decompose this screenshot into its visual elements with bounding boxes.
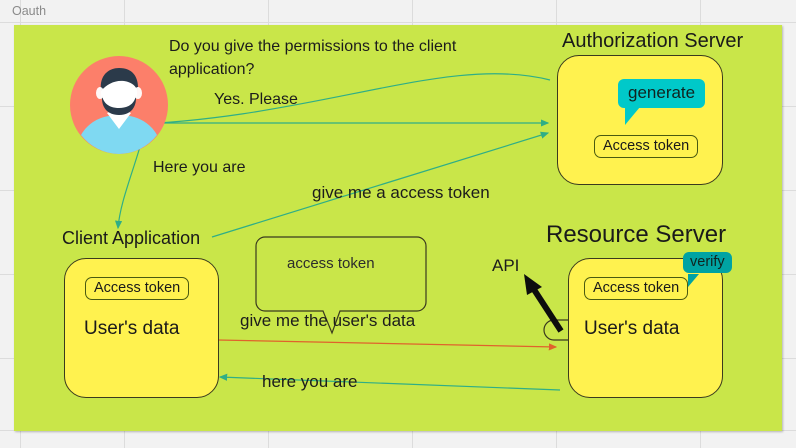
grid-row-line [0,22,796,23]
diagram-canvas[interactable]: Authorization Server generate Access tok… [14,25,782,431]
api-arrow-head [524,274,542,295]
client-application-title: Client Application [62,228,201,248]
access-token-callout-label: access token [287,255,375,272]
flow-label-give-me-access-token: give me a access token [312,183,490,202]
verify-bubble-tail [688,274,699,287]
flow-label-here-you-are-bottom: here you are [262,372,358,391]
verify-bubble: verify [683,252,732,273]
flow-label-here-you-are-top: Here you are [153,159,246,176]
resource-server-body-text: User's data [584,318,680,339]
authorization-server-box[interactable] [557,55,723,185]
resource-server-token-chip: Access token [584,277,689,300]
client-application-body-text: User's data [84,318,180,339]
generate-bubble: generate [618,79,706,108]
connector-give-me-user-data [217,339,558,351]
connector-permissions-question [112,73,551,129]
authorization-server-token-chip: Access token [594,135,699,158]
flow-label-yes-please: Yes. Please [214,91,298,108]
api-label: API [492,256,520,275]
authorization-server-title: Authorization Server [562,30,744,52]
generate-bubble-tail [625,107,640,125]
api-port-shape [543,319,570,341]
spreadsheet-cell-label[interactable]: Oauth [12,4,47,18]
user-avatar-icon [70,56,168,154]
api-arrow-shaft [530,286,564,333]
client-application-token-chip: Access token [85,277,190,300]
flow-label-permissions-question: Do you give the permissions to the clien… [169,38,457,79]
flow-label-give-me-user-data: give me the user's data [240,311,416,330]
resource-server-title: Resource Server [546,221,727,248]
